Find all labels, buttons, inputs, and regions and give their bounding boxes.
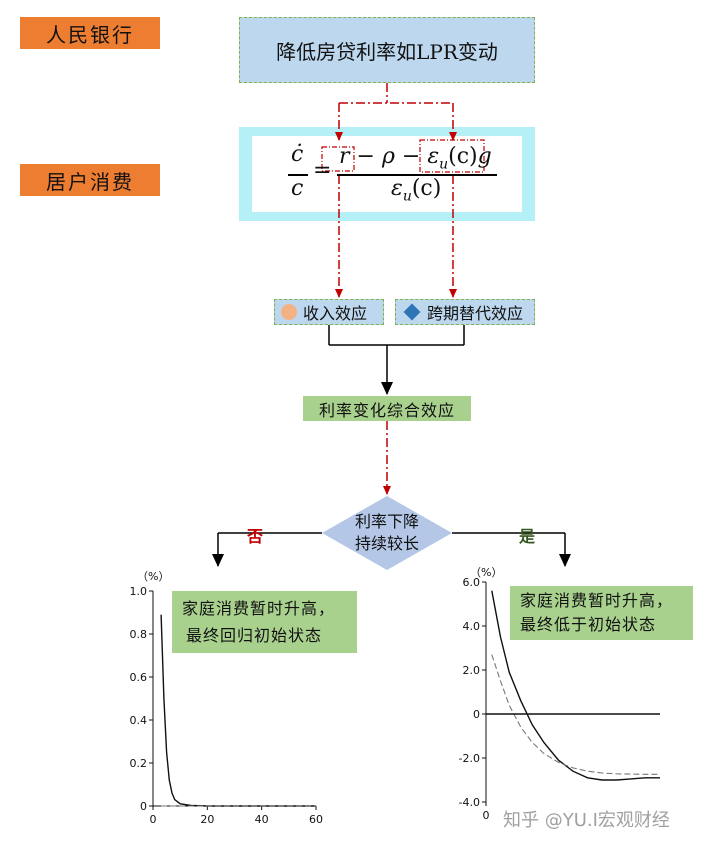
eps-argument: (c) <box>448 144 478 169</box>
left-chart: （%） 0 0.2 0.4 0.6 0.8 1.0 0 20 40 60 <box>130 570 324 826</box>
euler-equation: ċ c = r − ρ − εu(c)g εu(c) <box>255 140 519 210</box>
right-note-line-1: 家庭消费暂时升高， <box>520 591 674 610</box>
x-tick-label: 40 <box>255 813 269 826</box>
eps-symbol: ε <box>427 144 440 169</box>
diamond-icon <box>403 303 421 321</box>
decision-line-1: 利率下降 <box>354 512 419 531</box>
x-tick-label: 0 <box>483 809 490 822</box>
y-tick-label: 4.0 <box>463 620 481 633</box>
interest-rate-r: r <box>339 144 350 169</box>
formula-lhs-denominator: c <box>291 176 304 201</box>
y-tick-label: -2.0 <box>459 752 480 765</box>
rhs-fraction-bar <box>337 174 497 176</box>
formula-lhs-numerator: ċ <box>291 142 304 167</box>
income-effect-label: 收入效应 <box>303 304 368 323</box>
formula-rhs-numerator: r − ρ − εu(c)g <box>339 144 492 172</box>
growth-g: g <box>477 144 492 169</box>
right-chart: （%） -4.0 -2.0 0 2.0 4.0 6.0 0 <box>459 566 660 822</box>
combined-effect-box: 利率变化综合效应 <box>303 396 471 421</box>
watermark: 知乎 @YU.I宏观财经 <box>503 810 670 831</box>
income-effect-box: 收入效应 <box>274 299 384 325</box>
y-tick-label: 0 <box>473 708 480 721</box>
y-tick-label: -4.0 <box>459 796 480 809</box>
lpr-change-label: 降低房贷利率如LPR变动 <box>276 39 498 64</box>
intertemporal-effect-label: 跨期替代效应 <box>427 304 524 323</box>
rho-term: − ρ − <box>349 144 428 169</box>
lhs-fraction-bar <box>288 174 308 176</box>
y-tick-label: 2.0 <box>463 664 481 677</box>
combined-effect-label: 利率变化综合效应 <box>318 400 455 420</box>
lpr-change-box: 降低房贷利率如LPR变动 <box>239 17 535 83</box>
eps-subscript: u <box>439 156 449 173</box>
x-tick-label: 60 <box>309 813 323 826</box>
left-note-line-2: 最终回归初始状态 <box>186 626 323 645</box>
y-tick-label: 0.2 <box>130 757 148 770</box>
no-branch-label: 否 <box>247 527 264 546</box>
yes-branch-label: 是 <box>519 527 536 546</box>
den-eps-argument: (c) <box>411 176 442 201</box>
right-chart-unit: （%） <box>470 566 502 579</box>
left-chart-note: 家庭消费暂时升高， 最终回归初始状态 <box>172 591 357 653</box>
left-chart-unit: （%） <box>137 570 169 583</box>
intertemporal-effect-box: 跨期替代效应 <box>395 299 535 325</box>
y-tick-label: 6.0 <box>463 576 481 589</box>
y-tick-label: 0.6 <box>130 671 148 684</box>
y-tick-label: 0 <box>140 800 147 813</box>
central-bank-tag: 人民银行 <box>20 17 160 49</box>
y-tick-label: 0.4 <box>130 714 148 727</box>
household-consumption-tag: 居户消费 <box>20 164 160 196</box>
den-eps-subscript: u <box>402 188 412 205</box>
left-note-line-1: 家庭消费暂时升高， <box>182 599 336 618</box>
right-chart-note: 家庭消费暂时升高， 最终低于初始状态 <box>510 586 693 640</box>
den-eps-symbol: ε <box>391 176 403 201</box>
right-note-line-2: 最终低于初始状态 <box>520 615 657 634</box>
decision-line-2: 持续较长 <box>354 534 419 553</box>
decision-label: 利率下降 持续较长 <box>340 511 434 555</box>
y-tick-label: 1.0 <box>130 585 148 598</box>
decision-diamond <box>322 496 452 570</box>
y-tick-label: 0.8 <box>130 628 148 641</box>
x-tick-label: 20 <box>200 813 214 826</box>
circle-icon <box>281 304 297 320</box>
formula-rhs-denominator: εu(c) <box>391 176 441 204</box>
x-tick-label: 0 <box>150 813 157 826</box>
series-line <box>491 654 660 775</box>
formula-equals: = <box>313 158 332 183</box>
